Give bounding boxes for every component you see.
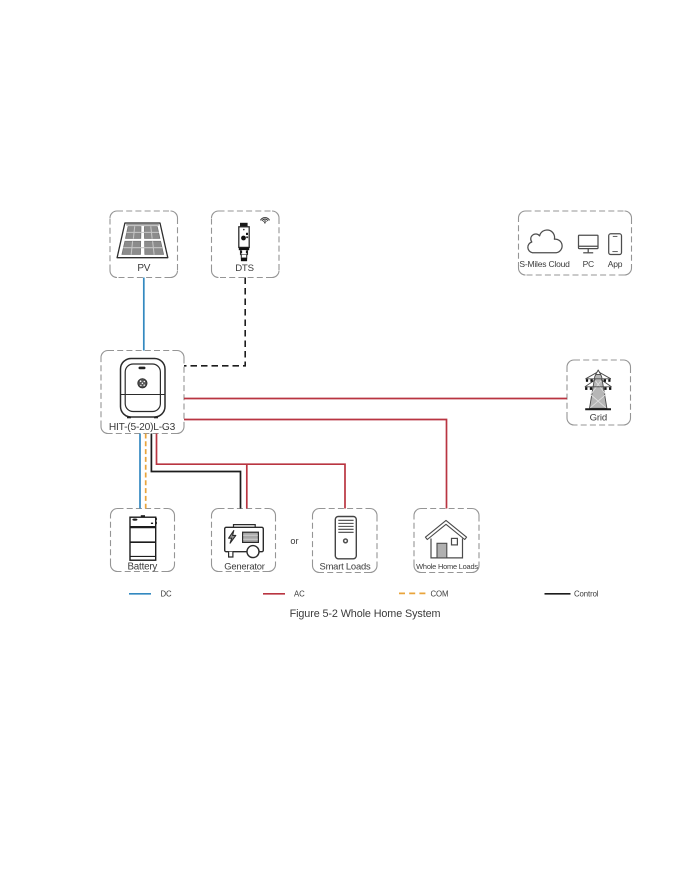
svg-text:AC: AC bbox=[294, 590, 305, 599]
svg-text:Generator: Generator bbox=[224, 561, 264, 572]
svg-text:App: App bbox=[608, 259, 623, 269]
svg-text:Whole Home Loads: Whole Home Loads bbox=[416, 562, 478, 571]
svg-text:Control: Control bbox=[574, 590, 599, 599]
svg-text:Grid: Grid bbox=[590, 412, 607, 423]
svg-text:or: or bbox=[290, 536, 298, 546]
svg-text:PV: PV bbox=[137, 263, 150, 274]
svg-text:Battery: Battery bbox=[127, 562, 157, 573]
svg-text:COM: COM bbox=[431, 590, 449, 599]
svg-text:DC: DC bbox=[161, 590, 173, 599]
svg-text:HIT-(5-20)L-G3: HIT-(5-20)L-G3 bbox=[109, 422, 176, 433]
svg-text:Figure 5-2 Whole Home System: Figure 5-2 Whole Home System bbox=[290, 608, 441, 620]
svg-text:DTS: DTS bbox=[235, 263, 254, 274]
svg-text:S-Miles Cloud: S-Miles Cloud bbox=[519, 259, 570, 269]
svg-text:Smart Loads: Smart Loads bbox=[320, 561, 371, 572]
svg-text:PC: PC bbox=[583, 259, 594, 269]
